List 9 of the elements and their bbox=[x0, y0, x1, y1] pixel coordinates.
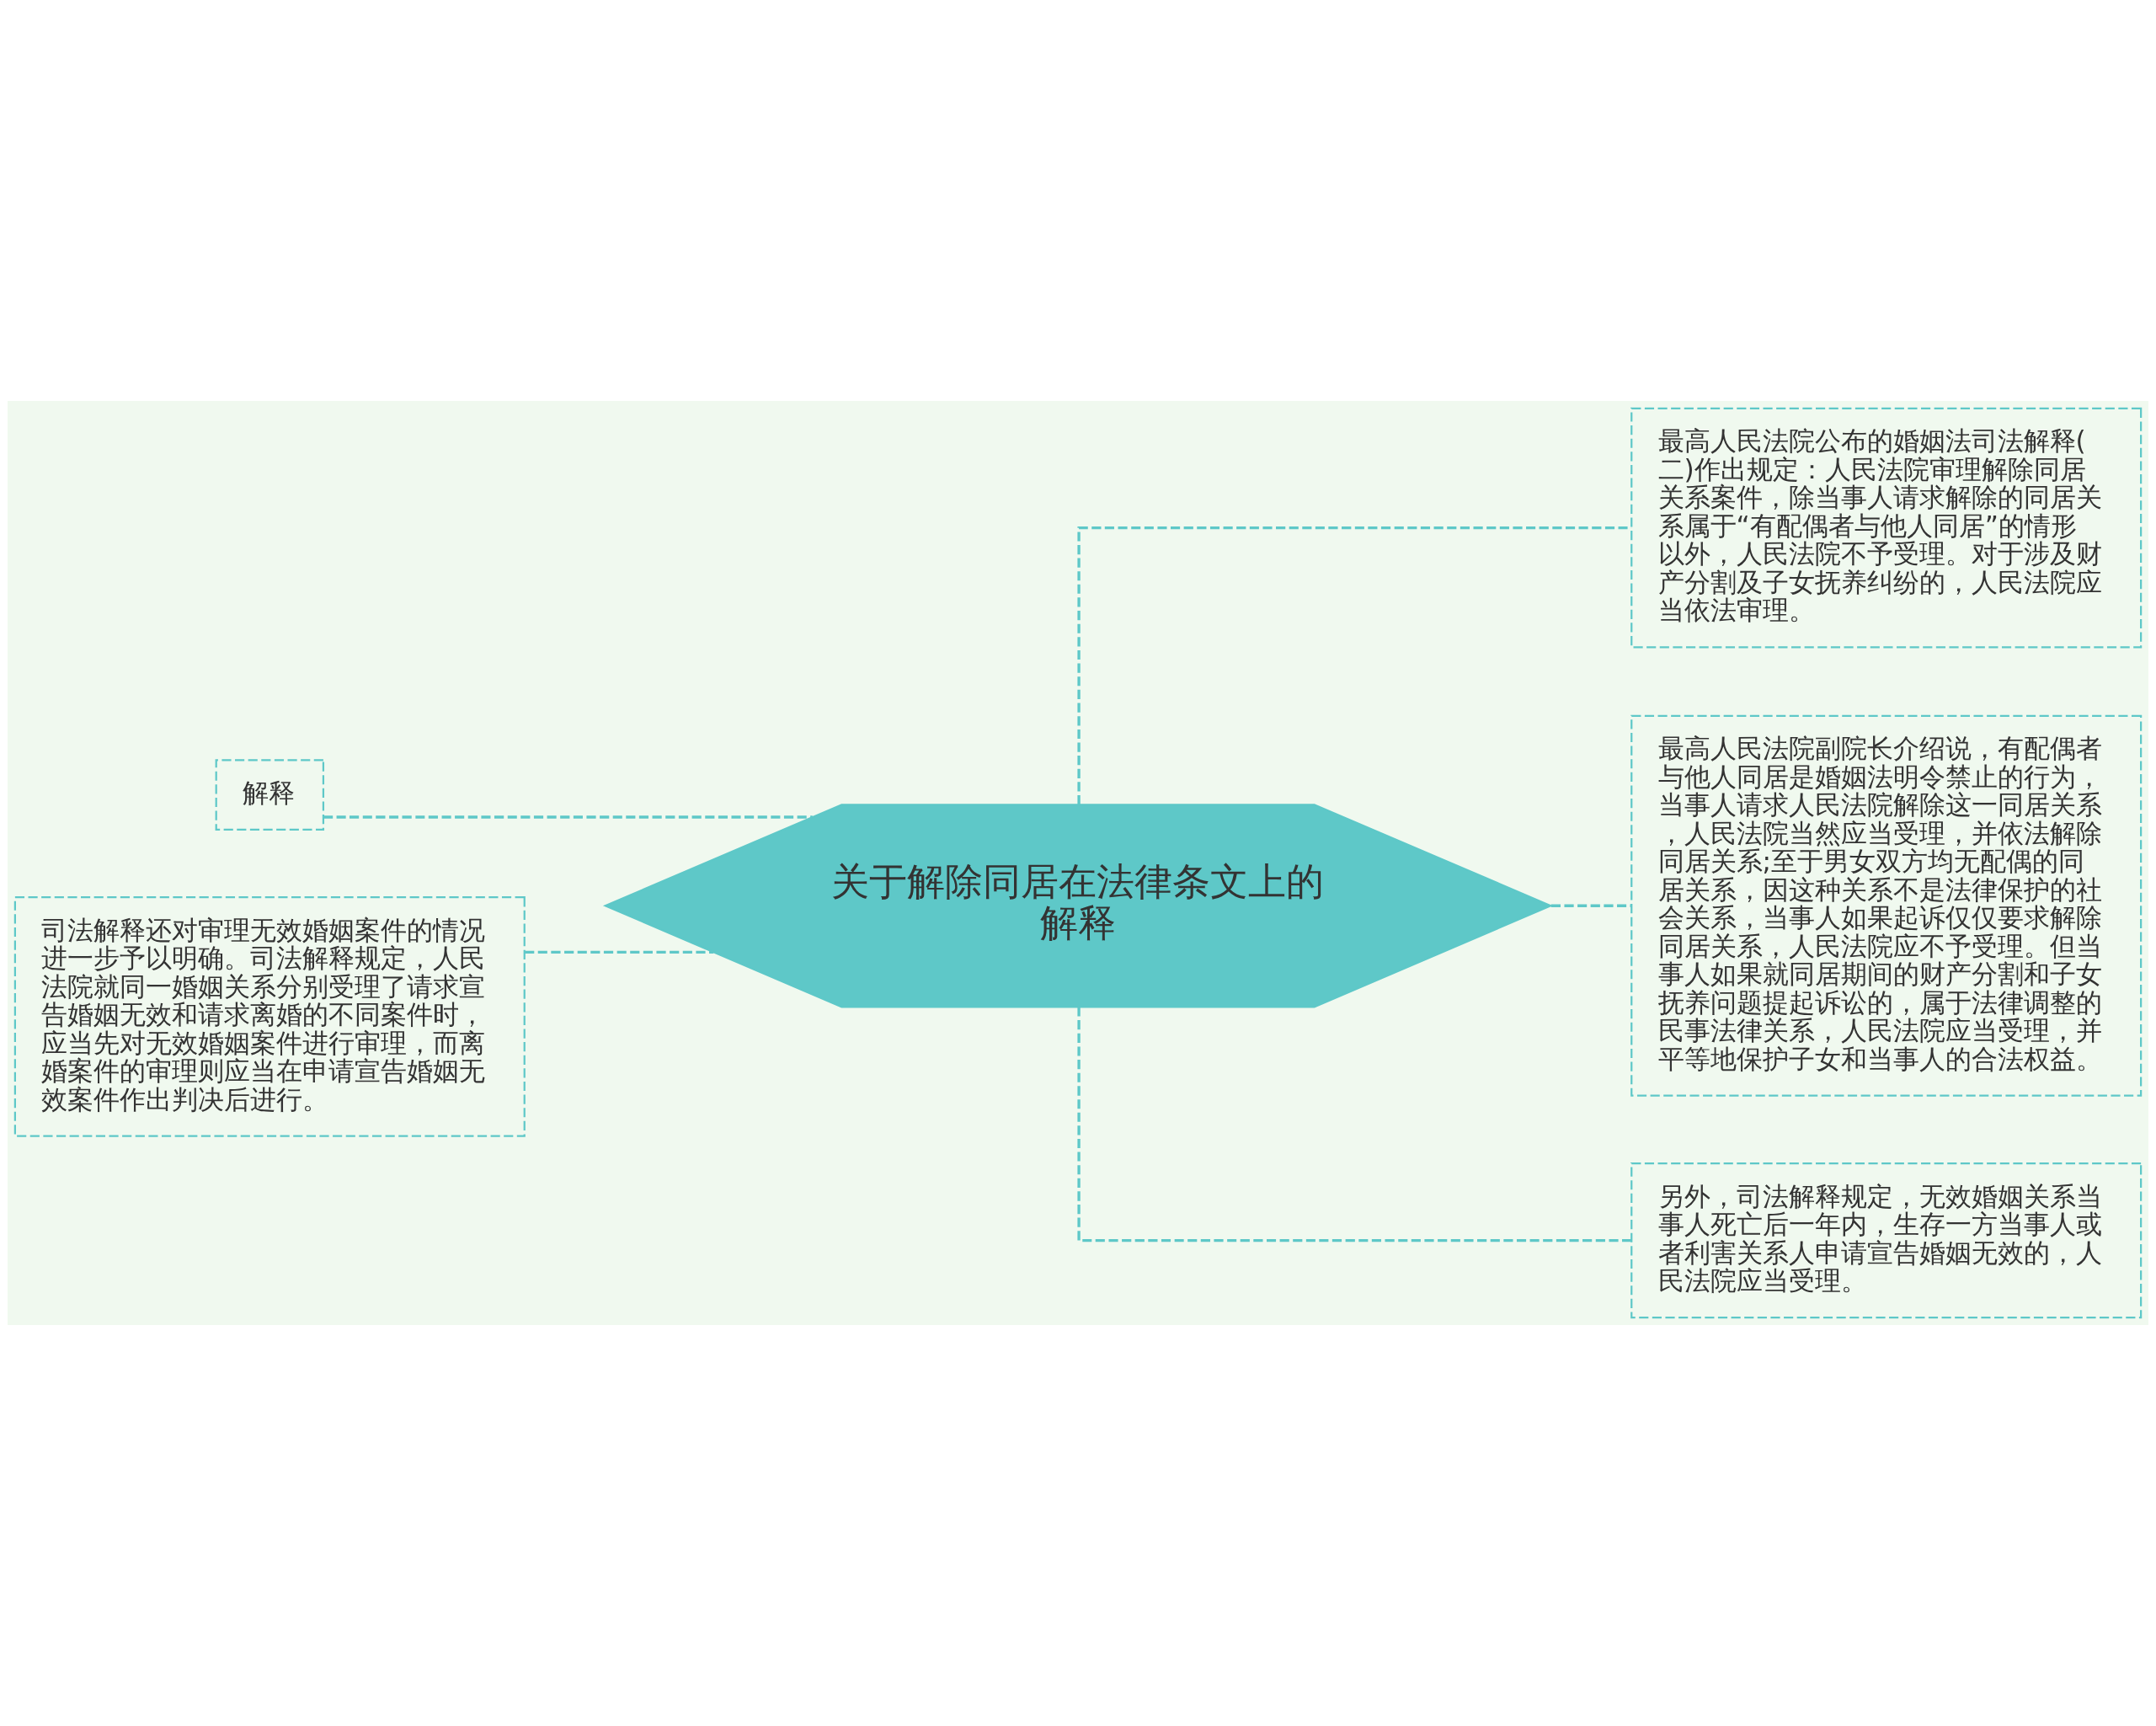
node-box: 最高人民法院公布的婚姻法司法解释(二)作出规定：人民法院审理解除同居关系案件，除当事人请求解除的同居关系属于“有配偶者与他人同居”的情形以外，人民法院不予受理。对于涉及财产分割及子女抚养纠纷的，人民法院应当依法审理。 bbox=[1630, 407, 2143, 649]
connector bbox=[323, 815, 813, 819]
connector bbox=[525, 950, 714, 954]
node-box: 最高人民法院副院长介绍说，有配偶者与他人同居是婚姻法明令禁止的行为，当事人请求人民法院解除这一同居关系，人民法院当然应当受理，并依法解除同居关系;至于男女双方均无配偶的同居关系，因这种关系不是法律保护的社会关系，当事人如果起诉仅仅要求解除同居关系，人民法院应不予受理。但当事人如果就同居期间的财产分割和子女抚养问题提起诉讼的，属于法律调整的民事法律关系，人民法院应当受理，并平等地保护子女和当事人的合法权益。 bbox=[1630, 714, 2143, 1097]
connector bbox=[1077, 1007, 1632, 1242]
connector bbox=[1550, 904, 1632, 907]
node-box: 另外，司法解释规定，无效婚姻关系当事人死亡后一年内，生存一方当事人或者利害关系人申请宣告婚姻无效的，人民法院应当受理。 bbox=[1630, 1162, 2143, 1319]
node-box: 司法解释还对审理无效婚姻案件的情况进一步予以明确。司法解释规定，人民法院就同一婚姻关系分别受理了请求宣告婚姻无效和请求离婚的不同案件时，应当先对无效婚姻案件进行审理，而离婚案件的审理则应当在申请宣告婚姻无效案件作出判决后进行。 bbox=[13, 896, 526, 1137]
node-box: 解释 bbox=[215, 759, 325, 831]
